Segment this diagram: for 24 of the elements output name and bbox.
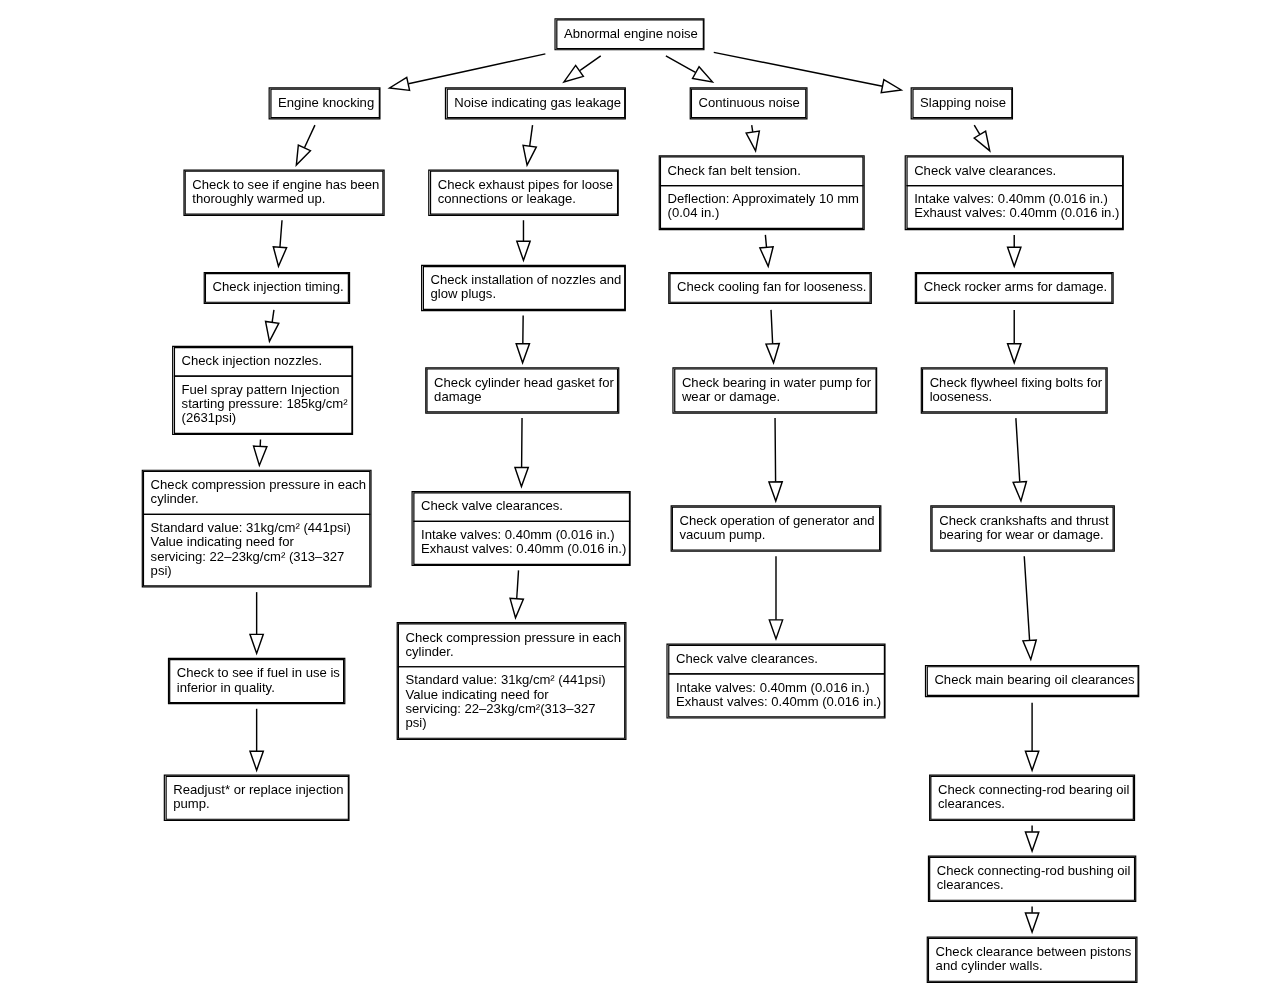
arrow [972, 124, 991, 153]
arrow [515, 219, 532, 263]
arrow [248, 591, 265, 656]
arrow [768, 555, 784, 642]
arrow [1024, 905, 1040, 935]
arrow [562, 55, 602, 84]
arrow [513, 417, 530, 489]
arrow [1024, 701, 1040, 773]
arrow [764, 309, 781, 365]
arrow [387, 53, 547, 92]
arrow [713, 51, 904, 94]
arrow [1012, 417, 1028, 504]
arrow [767, 417, 784, 504]
arrow [745, 124, 761, 153]
arrow [272, 219, 288, 269]
arrow [522, 124, 538, 168]
arrow [509, 569, 525, 620]
arrow [1021, 555, 1038, 662]
arrow [665, 55, 715, 83]
arrow [1024, 824, 1040, 854]
arrow [1006, 309, 1022, 365]
arrow [248, 708, 265, 773]
arrow [515, 314, 531, 365]
arrow [295, 124, 316, 168]
